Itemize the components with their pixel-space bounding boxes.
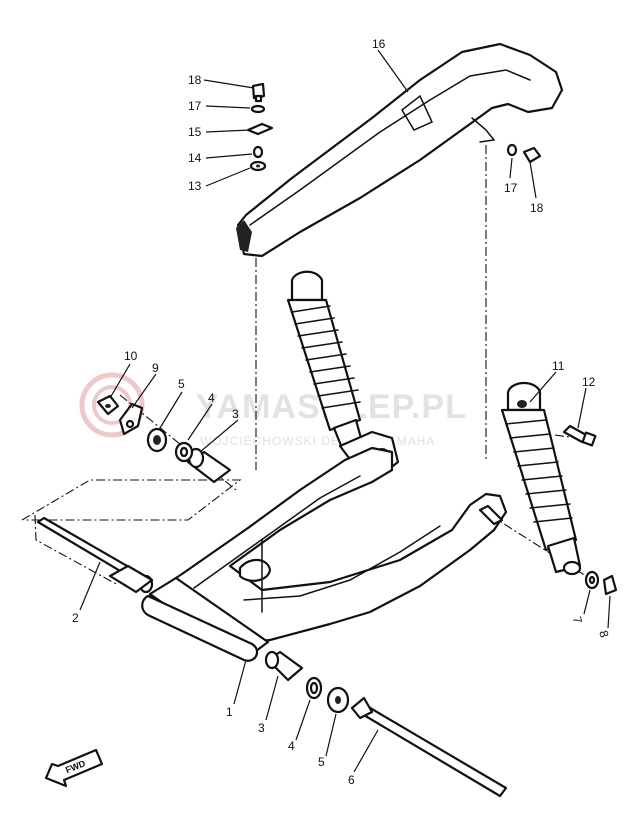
callout-4-bottom: 4 <box>288 739 295 753</box>
chain-case-fasteners-right <box>506 143 542 164</box>
callout-16: 15 <box>188 125 202 139</box>
chain-case <box>236 42 564 258</box>
callout-3-bottom: 3 <box>258 721 265 735</box>
callout-numbers: 16 18 17 15 14 13 17 18 10 9 5 4 3 11 12… <box>72 37 612 787</box>
callout-18-right: 18 <box>530 201 544 215</box>
callout-2: 2 <box>72 611 79 625</box>
pivot-parts <box>36 394 618 798</box>
callout-9: 11 <box>552 359 565 373</box>
watermark-subtitle: WOJCIECHOWSKI DEALER YAMAHA <box>200 434 435 448</box>
callout-1: 1 <box>226 705 233 719</box>
leader-lines <box>79 49 611 773</box>
swing-arm <box>141 446 508 662</box>
callout-15: 14 <box>188 151 202 165</box>
callout-3-top: 3 <box>232 407 239 421</box>
callout-6: 6 <box>348 773 355 787</box>
chain-case-fasteners-left <box>246 82 274 172</box>
callout-5-top: 5 <box>178 377 185 391</box>
callout-10: 7 <box>570 615 585 625</box>
callout-12: 12 <box>582 375 596 389</box>
callout-17-right: 17 <box>504 181 518 195</box>
callout-8: 10 <box>124 349 138 363</box>
callout-14: 13 <box>188 179 202 193</box>
callout-11: 8 <box>596 629 611 639</box>
callout-18-top: 18 <box>188 73 202 87</box>
callout-5-bottom: 5 <box>318 755 325 769</box>
fwd-direction-marker: FWD <box>44 748 104 788</box>
callout-7: 9 <box>152 361 159 375</box>
callout-4-top: 4 <box>208 391 215 405</box>
callout-17-top: 17 <box>188 99 202 113</box>
right-shock-absorber <box>500 381 582 576</box>
callout-13: 16 <box>372 37 386 51</box>
